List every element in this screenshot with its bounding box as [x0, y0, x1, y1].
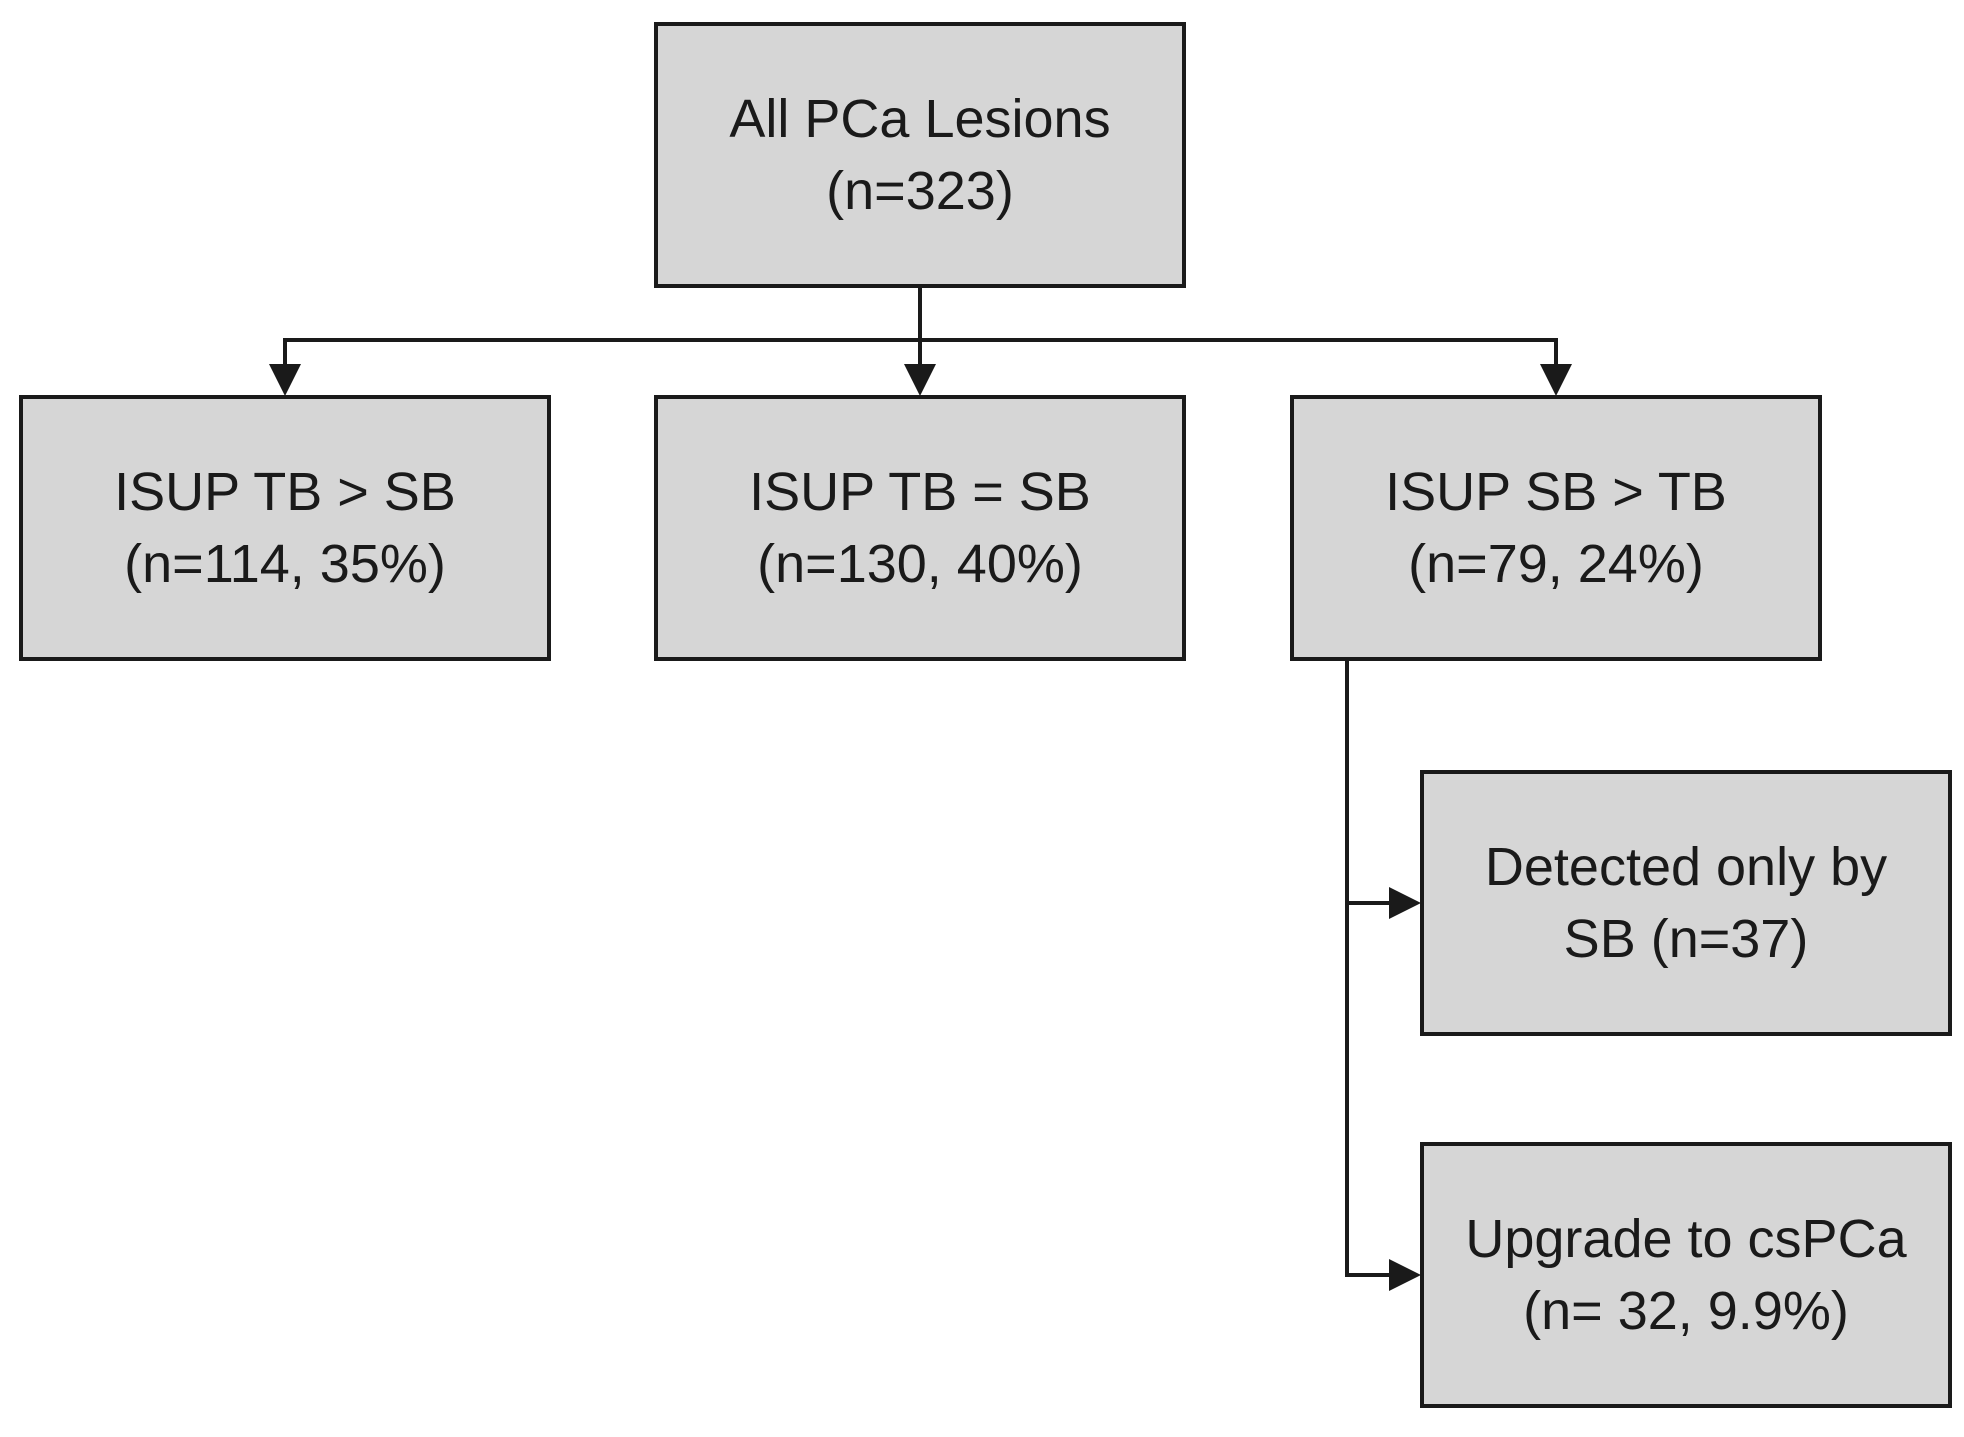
node-all-pca-lesions: All PCa Lesions (n=323) [654, 22, 1186, 288]
node-label: ISUP SB > TB [1385, 462, 1727, 522]
node-count: (n=114, 35%) [124, 534, 446, 594]
node-count: (n= 32, 9.9%) [1523, 1281, 1849, 1341]
node-upgrade-to-cspca: Upgrade to csPCa (n= 32, 9.9%) [1420, 1142, 1952, 1408]
node-detected-only-by-sb: Detected only by SB (n=37) [1420, 770, 1952, 1036]
node-isup-tb-gt-sb: ISUP TB > SB (n=114, 35%) [19, 395, 551, 661]
node-count: (n=130, 40%) [757, 534, 1083, 594]
node-label: ISUP TB = SB [749, 462, 1091, 522]
node-label: All PCa Lesions [729, 89, 1111, 149]
node-label: ISUP TB > SB [114, 462, 456, 522]
node-isup-tb-eq-sb: ISUP TB = SB (n=130, 40%) [654, 395, 1186, 661]
node-label: Detected only by [1484, 837, 1888, 897]
node-count: (n=323) [826, 161, 1014, 221]
node-count: SB (n=37) [1563, 909, 1809, 969]
node-isup-sb-gt-tb: ISUP SB > TB (n=79, 24%) [1290, 395, 1822, 661]
node-label: Upgrade to csPCa [1465, 1209, 1907, 1269]
node-count: (n=79, 24%) [1408, 534, 1704, 594]
